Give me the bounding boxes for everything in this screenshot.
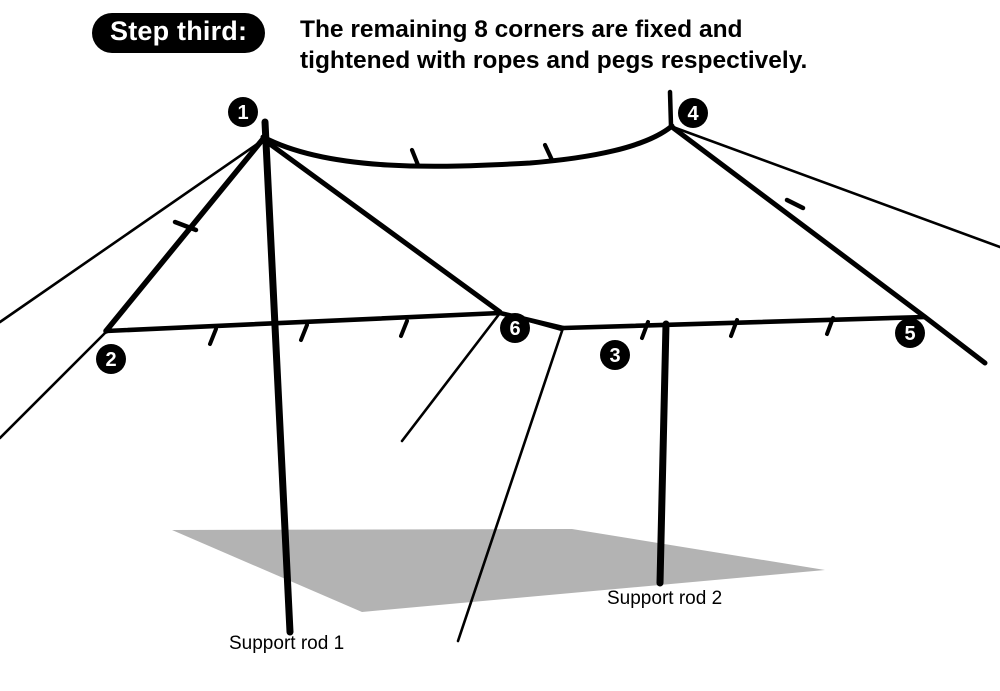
- tent-edge-left: [103, 136, 266, 334]
- marker-4-label: 4: [687, 103, 699, 125]
- tent-hem-right: [560, 314, 928, 331]
- guy-line-icon: [0, 138, 265, 324]
- peg-tick-icon: [729, 318, 739, 338]
- marker-1: 1: [228, 97, 258, 127]
- marker-group: 1 2 3 4 5 6: [96, 97, 925, 374]
- marker-6-label: 6: [509, 318, 520, 340]
- tent-hem-left: [103, 310, 503, 334]
- peg-tick-icon: [640, 320, 650, 340]
- marker-6: 6: [500, 313, 530, 343]
- marker-3-label: 3: [609, 345, 620, 367]
- marker-4: 4: [678, 98, 708, 128]
- marker-5: 5: [895, 318, 925, 348]
- peg-tick-icon: [825, 316, 835, 336]
- instruction-line-2: tightened with ropes and pegs respective…: [300, 47, 808, 75]
- ground-plane-icon: [172, 529, 825, 612]
- marker-3: 3: [600, 340, 630, 370]
- peg-tick-icon: [208, 327, 218, 346]
- canopy-fold-line: [456, 326, 565, 643]
- marker-5-label: 5: [904, 323, 915, 345]
- guy-line-icon: [671, 125, 1000, 249]
- peg-tick-icon: [399, 319, 409, 338]
- marker-1-label: 1: [237, 102, 248, 124]
- guy-line-group-left: [0, 138, 265, 440]
- peg-tick-icon: [172, 219, 199, 233]
- tent-panel-left-front: [260, 136, 503, 315]
- instruction-line-1: The remaining 8 corners are fixed and: [300, 16, 743, 43]
- support-rod-2: [656, 320, 670, 587]
- marker-2: 2: [96, 344, 126, 374]
- guy-line-icon: [0, 330, 108, 440]
- tent-canopy-icon: [260, 123, 675, 169]
- peg-tick-icon: [409, 147, 421, 168]
- peg-tick-icon: [784, 197, 806, 211]
- pole-tip-right: [667, 89, 674, 129]
- step-badge: Step third:: [92, 13, 266, 53]
- support-rod-1: [261, 118, 294, 636]
- marker-2-label: 2: [105, 349, 116, 371]
- support-rod-1-label: Support rod 1: [229, 633, 345, 654]
- peg-tick-icon: [299, 323, 309, 342]
- instruction-text: The remaining 8 corners are fixed and ti…: [300, 14, 960, 77]
- support-rod-2-label: Support rod 2: [607, 588, 723, 609]
- peg-tick-icon: [542, 142, 555, 163]
- canopy-fold-line: [400, 311, 502, 443]
